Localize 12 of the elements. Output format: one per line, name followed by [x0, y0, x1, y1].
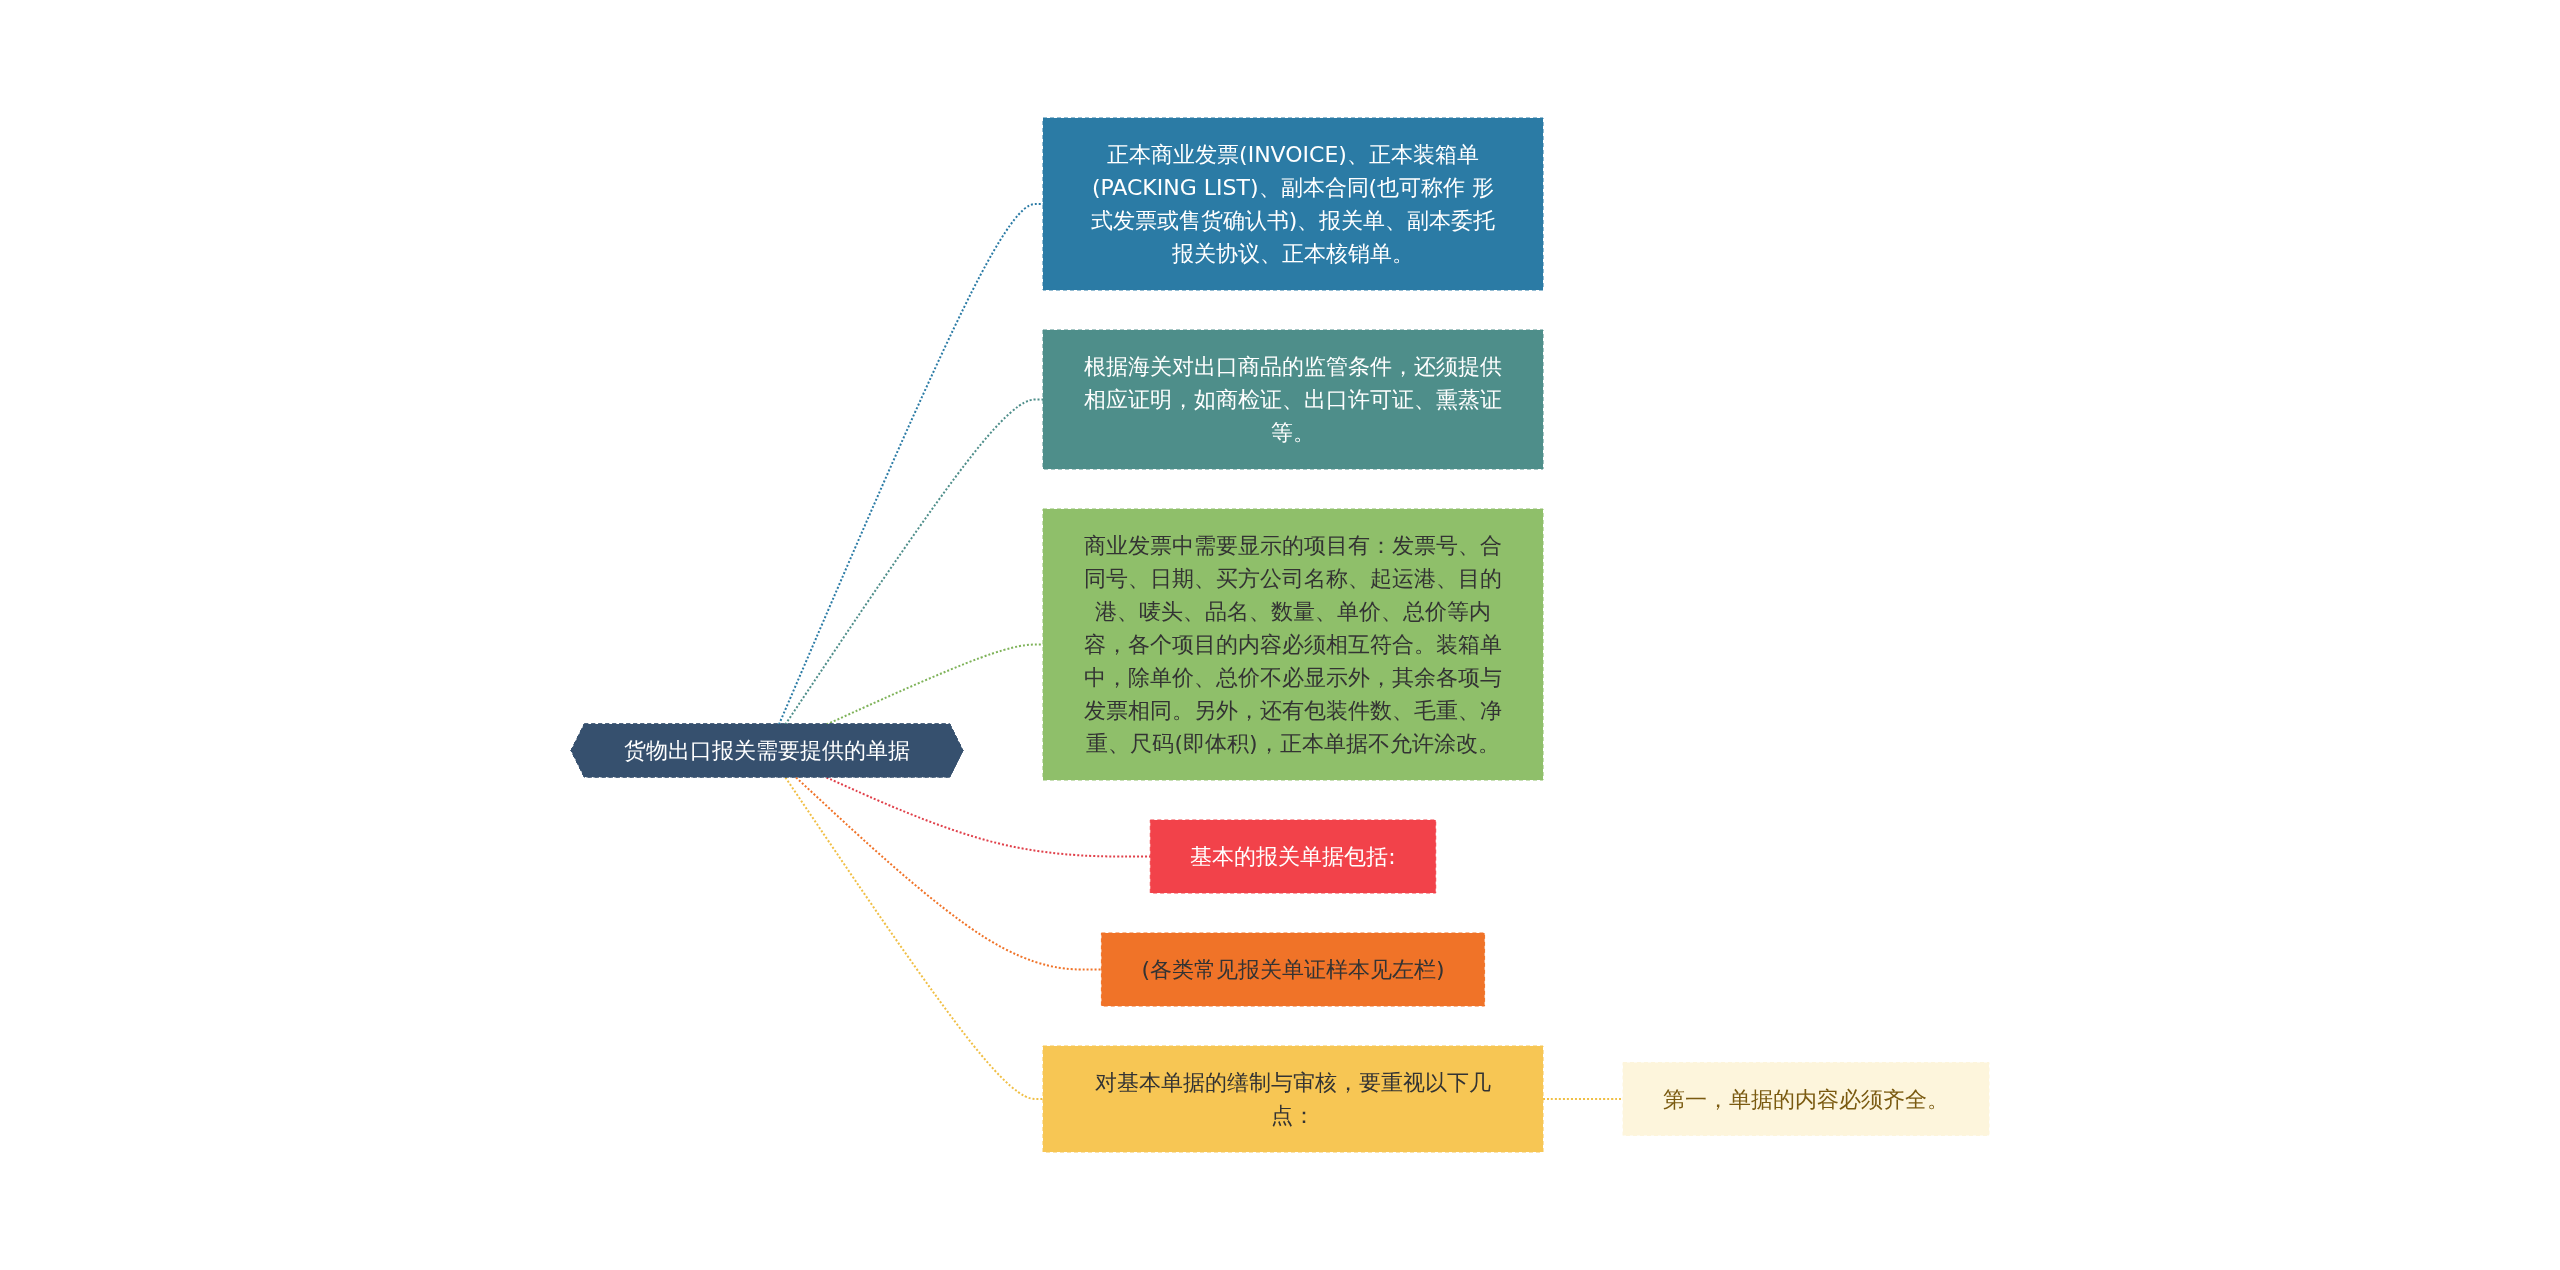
- node-box: 商业发票中需要显示的项目有：发票号、合同号、日期、买方公司名称、起运港、目的港、唛头、品名、数量、单价、总价等内容，各个项目的内容必须相互符合。装箱单中，除单价、总价不必显示外，其余各项与发票相同。另外，还有包装件数、毛重、净重、尺码(即体积)，正本单据不允许涂改。: [1042, 508, 1544, 781]
- connector: [795, 776, 1103, 971]
- connector: [784, 398, 1044, 726]
- node-box: 根据海关对出口商品的监管条件，还须提供相应证明，如商检证、出口许可证、熏蒸证等。: [1042, 329, 1544, 470]
- node-box: (各类常见报关单证样本见左栏): [1100, 932, 1486, 1007]
- node-box: 对基本单据的缮制与审核，要重视以下几点：: [1042, 1045, 1544, 1153]
- node-box: 正本商业发票(INVOICE)、正本装箱单(PACKING LIST)、副本合同(也可称作 形式发票或售货确认书)、报关单、副本委托报关协议、正本核销单。: [1042, 117, 1544, 291]
- connector: [784, 776, 1044, 1100]
- connector: [777, 203, 1044, 726]
- node-box: 基本的报关单据包括:: [1149, 819, 1437, 894]
- connector: [825, 643, 1044, 726]
- node-box: 第一，单据的内容必须齐全。: [1622, 1062, 1990, 1136]
